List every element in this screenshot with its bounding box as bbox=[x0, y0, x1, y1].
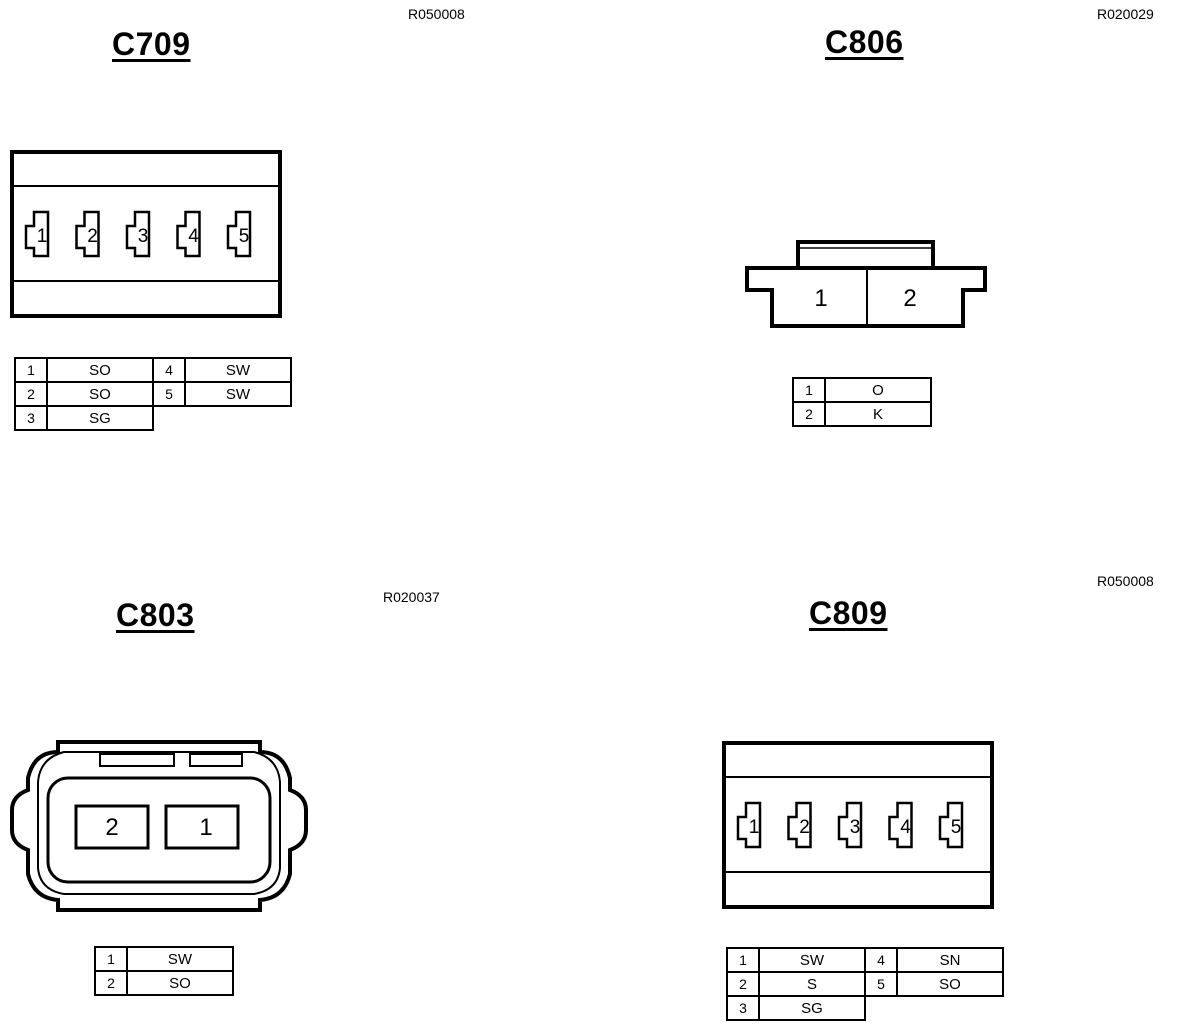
table-row: 2 SO bbox=[94, 970, 234, 996]
c809-connector-face: 1 2 3 4 5 bbox=[722, 741, 994, 909]
pin-number: 3 bbox=[14, 405, 48, 431]
c803-ref-code: R020037 bbox=[383, 589, 440, 605]
table-row: 1 SW bbox=[94, 946, 234, 972]
pin-label: 1 bbox=[749, 817, 760, 838]
pin-number: 1 bbox=[14, 357, 48, 383]
pin-number: 4 bbox=[864, 947, 898, 973]
terminal-cavity bbox=[24, 210, 50, 258]
wire-color: SW bbox=[758, 947, 866, 973]
pin-number: 3 bbox=[726, 995, 760, 1021]
wire-color: SO bbox=[46, 357, 154, 383]
wire-color: SG bbox=[758, 995, 866, 1021]
wire-color: SO bbox=[126, 970, 234, 996]
c806-pin-2-label: 2 bbox=[903, 285, 916, 312]
c806-title: C806 bbox=[825, 24, 904, 60]
pin-number: 2 bbox=[792, 401, 826, 427]
c806-pin-1-label: 1 bbox=[814, 285, 827, 312]
pin-label: 5 bbox=[239, 226, 250, 247]
terminal-cavity bbox=[888, 801, 913, 849]
terminal-cavity bbox=[125, 210, 151, 258]
table-row: 3 SG bbox=[726, 995, 1003, 1021]
pin-label: 4 bbox=[900, 817, 911, 838]
pin-label: 3 bbox=[850, 817, 861, 838]
c809-pin-table: 1 SW 4 SN 2 S 5 SO 3 SG bbox=[726, 947, 1004, 1021]
pin-label: 2 bbox=[799, 817, 810, 838]
c809-title: C809 bbox=[809, 595, 888, 631]
pin-label: 4 bbox=[188, 226, 199, 247]
wire-color: SO bbox=[896, 971, 1004, 997]
table-row: 3 SG bbox=[14, 405, 291, 431]
c709-ref-code: R050008 bbox=[408, 6, 465, 22]
c709-connector-face: 1 2 3 4 5 bbox=[10, 150, 282, 318]
wire-color: SW bbox=[184, 357, 292, 383]
pin-number: 5 bbox=[152, 381, 186, 407]
wire-color: S bbox=[758, 971, 866, 997]
wire-color: K bbox=[824, 401, 932, 427]
c806-connector-face: 1 2 bbox=[745, 240, 987, 328]
pin-number: 1 bbox=[792, 377, 826, 403]
c803-title: C803 bbox=[116, 597, 195, 633]
pin-number: 4 bbox=[152, 357, 186, 383]
wire-color: SO bbox=[46, 381, 154, 407]
c803-pin-2-label: 2 bbox=[105, 814, 118, 841]
wire-color: SW bbox=[126, 946, 234, 972]
pin-number: 2 bbox=[726, 971, 760, 997]
table-row: 1 SO 4 SW bbox=[14, 357, 292, 383]
c803-connector-face: 2 1 bbox=[10, 740, 308, 912]
c806-ref-code: R020029 bbox=[1097, 6, 1154, 22]
table-row: 1 SW 4 SN bbox=[726, 947, 1004, 973]
pin-number: 1 bbox=[94, 946, 128, 972]
pin-number: 2 bbox=[94, 970, 128, 996]
c803-pin-table: 1 SW 2 SO bbox=[94, 946, 234, 996]
pin-label: 1 bbox=[37, 226, 48, 247]
table-row: 1 O bbox=[792, 377, 932, 403]
pin-number: 1 bbox=[726, 947, 760, 973]
pin-label: 5 bbox=[951, 817, 962, 838]
terminal-cavity bbox=[226, 210, 252, 258]
table-row: 2 S 5 SO bbox=[726, 971, 1004, 997]
terminal-cavity bbox=[938, 801, 964, 849]
c809-ref-code: R050008 bbox=[1097, 573, 1154, 589]
terminal-cavity bbox=[736, 801, 762, 849]
table-row: 2 K bbox=[792, 401, 932, 427]
terminal-cavity bbox=[787, 801, 812, 849]
c806-pin-table: 1 O 2 K bbox=[792, 377, 932, 427]
pin-number: 2 bbox=[14, 381, 48, 407]
wire-color: SW bbox=[184, 381, 292, 407]
c803-pin-1-label: 1 bbox=[199, 814, 212, 841]
c709-pin-table: 1 SO 4 SW 2 SO 5 SW 3 SG bbox=[14, 357, 292, 431]
wire-color: SN bbox=[896, 947, 1004, 973]
wire-color: SG bbox=[46, 405, 154, 431]
pin-label: 2 bbox=[87, 226, 98, 247]
wire-color: O bbox=[824, 377, 932, 403]
terminal-cavity bbox=[837, 801, 863, 849]
pin-number: 5 bbox=[864, 971, 898, 997]
terminal-cavity bbox=[75, 210, 100, 258]
pin-label: 3 bbox=[138, 226, 149, 247]
table-row: 2 SO 5 SW bbox=[14, 381, 292, 407]
c709-title: C709 bbox=[112, 26, 191, 62]
terminal-cavity bbox=[176, 210, 201, 258]
